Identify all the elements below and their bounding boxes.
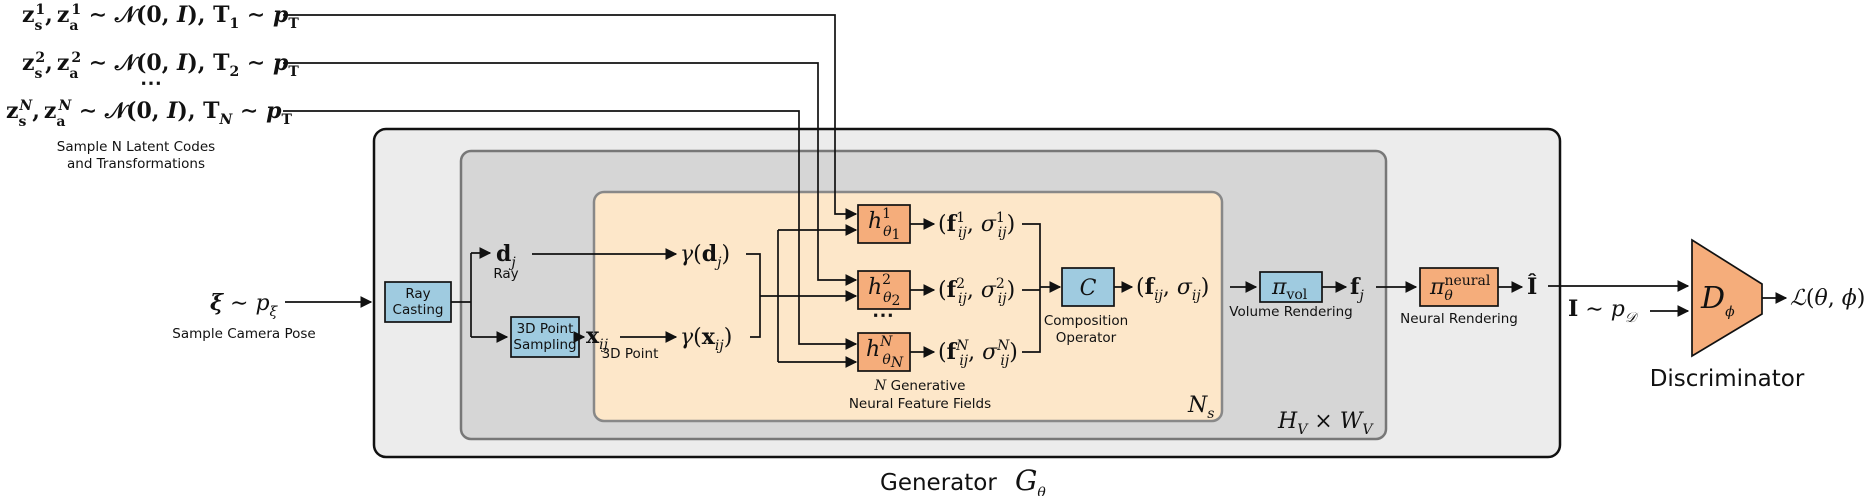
gamma-d: γ(dj)	[680, 241, 730, 271]
ray-casting-label-1: Ray	[405, 286, 430, 302]
camera-caption: Sample Camera Pose	[172, 326, 315, 342]
latent-caption-line2: and Transformations	[67, 156, 205, 172]
latent-1-to-field-1	[283, 14, 858, 220]
ray-casting-box	[384, 281, 452, 323]
latent-ellipsis: ⋯	[140, 70, 162, 96]
field-box-1	[857, 204, 911, 244]
volume-label: πvol	[1271, 275, 1308, 303]
composition-caption-1: Composition	[1044, 313, 1128, 329]
gamma-x-out	[750, 296, 761, 338]
fields-caption-line1: N Generative	[874, 378, 966, 394]
svg-text:zs1,za1 ∼ 𝒩(0, I), T1 ∼ pT: zs1,za1 ∼ 𝒩(0, I), T1 ∼ pT	[22, 2, 299, 34]
discriminator-caption: Discriminator	[1650, 366, 1805, 392]
field-box-n	[857, 332, 911, 372]
ns-label: Ns	[1187, 393, 1214, 422]
ray-var: dj	[496, 241, 516, 271]
composition-label: C	[1080, 276, 1097, 301]
latent-n-to-field-n	[283, 110, 858, 350]
latent-input-2: zs2,za2 ∼ 𝒩(0, I), T2 ∼ pT	[22, 50, 299, 82]
point-var: xij	[586, 323, 609, 353]
point-sampling-box	[510, 316, 580, 358]
point-sampling-label-1: 3D Point	[517, 321, 574, 337]
composition-box	[1061, 267, 1115, 307]
gamma-d-out	[746, 253, 761, 296]
ray-casting-branch	[451, 253, 472, 337]
svg-text:zs2,za2 ∼ 𝒩(0, I), T2 ∼ pT: zs2,za2 ∼ 𝒩(0, I), T2 ∼ pT	[22, 50, 299, 82]
loss-label: ℒ(θ, ϕ)	[1790, 286, 1865, 311]
field-ellipsis: ⋯	[872, 302, 894, 328]
neural-output: Î	[1527, 273, 1537, 300]
latent-caption-line1: Sample N Latent Codes	[57, 139, 215, 155]
neural-caption: Neural Rendering	[1400, 311, 1518, 327]
ray-label: Ray	[493, 266, 518, 282]
generator-caption: Generator	[880, 470, 997, 496]
camera-input: ξ ∼ pξ	[210, 290, 279, 320]
latent-input-n: zsN,zaN ∼ 𝒩(0, I), TN ∼ pT	[6, 98, 292, 130]
ray-casting-label-2: Casting	[393, 302, 444, 318]
hw-label: HV × WV	[1277, 409, 1374, 438]
point-sampling-label-2: Sampling	[513, 337, 576, 353]
latent-2-to-field-2	[283, 62, 858, 286]
real-input: I ∼ p𝒟	[1568, 296, 1639, 326]
composition-output: (fij, σij)	[1136, 274, 1209, 304]
field-outputs-merge	[1022, 223, 1041, 353]
discriminator-shape	[1691, 238, 1763, 358]
composition-caption-2: Operator	[1056, 330, 1117, 346]
point-label: 3D Point	[602, 346, 659, 362]
volume-caption: Volume Rendering	[1229, 304, 1352, 320]
volume-box	[1259, 271, 1323, 303]
generator-symbol: Gθ	[1015, 464, 1046, 496]
volume-output: fj	[1350, 274, 1364, 304]
gamma-x: γ(xij)	[680, 324, 732, 354]
discriminator-symbol: Dϕ	[1700, 281, 1735, 320]
fields-caption-line2: Neural Feature Fields	[849, 396, 991, 412]
svg-text:zsN,zaN ∼ 𝒩(0, I), TN ∼ pT: zsN,zaN ∼ 𝒩(0, I), TN ∼ pT	[6, 98, 292, 130]
latent-input-1: zs1,za1 ∼ 𝒩(0, I), T1 ∼ pT	[22, 2, 299, 34]
